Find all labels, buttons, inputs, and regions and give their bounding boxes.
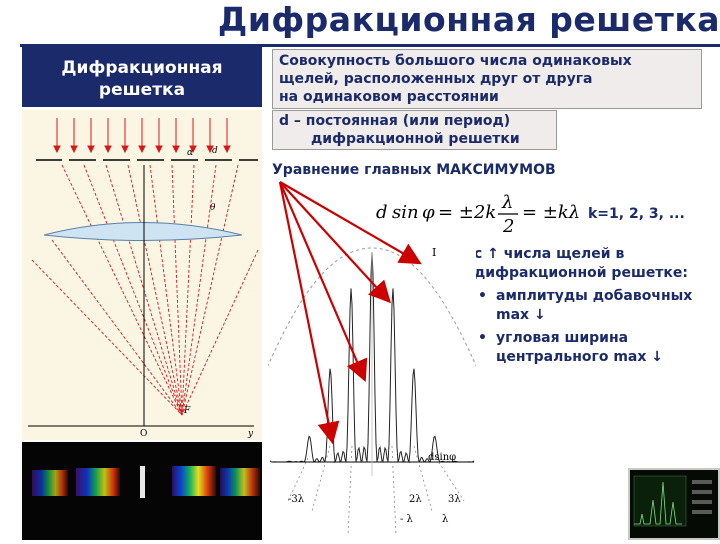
spectrum-band	[32, 470, 68, 496]
formula-two: 2	[502, 216, 514, 237]
notes-item-line1: амплитуды добавочных	[496, 288, 693, 304]
definition-line2: щелей, расположенных друг от друга	[279, 71, 593, 87]
diagram-y-label: y	[247, 429, 254, 439]
diagram-alpha-label: α	[187, 148, 193, 158]
lens-shape	[43, 222, 243, 241]
graph-tick-label: 3λ	[448, 494, 461, 505]
notes-list: амплитуды добавочных max ↓ угловая ширин…	[474, 287, 720, 367]
formula-svg: d sin φ = ±2k λ 2 = ±kλ	[376, 192, 580, 237]
graph-tick-label: - λ	[400, 514, 414, 525]
spectrum-band	[172, 466, 216, 496]
k-values: k=1, 2, 3, ...	[588, 206, 685, 222]
notes-item: угловая ширина центрального max ↓	[474, 329, 720, 367]
graph-tick-label: λ	[442, 514, 449, 525]
notes-intro-line2: дифракционной решетке:	[474, 265, 689, 281]
thumbnail-control	[692, 500, 712, 504]
graph-tick-label: -3λ	[288, 494, 305, 505]
spectrum-svg	[32, 466, 260, 498]
notes-block: с ↑ числа щелей в дифракционной решетке:…	[474, 245, 720, 371]
graph-guide-lines	[287, 445, 465, 537]
spectrum-photo	[22, 442, 262, 540]
notes-intro-line1: с ↑ числа щелей в	[474, 246, 625, 262]
ray-diagram-svg: α d θ F O y	[28, 118, 259, 439]
thumbnail-svg	[633, 475, 712, 527]
topic-label-box: Дифракционная решетка	[22, 47, 262, 107]
formula-sin: sin	[392, 202, 419, 223]
thumbnail-control	[692, 480, 712, 484]
topic-label-line2: решетка	[98, 80, 186, 100]
notes-item-line2: max ↓	[496, 307, 546, 323]
period-box: d – постоянная (или период) дифракционно…	[272, 110, 557, 150]
intensity-graph: I dsinφ -3λ 2λ 3λ - λ λ	[227, 246, 517, 540]
formula-box: d sin φ = ±2k λ 2 = ±kλ	[372, 184, 582, 240]
notes-item-line1: угловая ширина	[496, 330, 629, 346]
definition-line3: на одинаковом расстоянии	[279, 89, 499, 105]
graph-axis-label: dsinφ	[428, 452, 456, 463]
period-line2: дифракционной решетки	[311, 131, 520, 147]
notes-item: амплитуды добавочных max ↓	[474, 287, 720, 325]
incident-rays	[53, 118, 231, 154]
title-divider	[20, 44, 720, 47]
oscilloscope-thumbnail	[628, 468, 720, 540]
intensity-graph-svg: I dsinφ -3λ 2λ 3λ - λ λ	[227, 246, 517, 537]
thumbnail-trace	[634, 481, 682, 525]
spectrum-band	[76, 468, 120, 496]
formula-phi: φ	[422, 202, 435, 223]
page-title: Дифракционная решетка	[217, 0, 720, 39]
formula-lambda: λ	[501, 192, 513, 213]
formula-eq: = ±2k	[438, 202, 496, 223]
equation-heading: Уравнение главных МАКСИМУМОВ	[272, 162, 556, 178]
diffracted-rays	[31, 164, 259, 416]
graph-peak-label: I	[432, 246, 436, 259]
thumbnail-control	[692, 490, 712, 494]
spectrum-central-line	[140, 466, 145, 498]
diagram-f-label: F	[183, 406, 191, 416]
notes-item-line2: центрального max ↓	[496, 349, 664, 365]
topic-label-line1: Дифракционная	[61, 58, 223, 78]
thumbnail-control	[692, 510, 712, 514]
diagram-d-label: d	[212, 146, 218, 156]
diagram-theta-label: θ	[210, 203, 216, 213]
grating-ray-diagram: α d θ F O y	[22, 110, 262, 440]
period-line1: d – постоянная (или период)	[279, 113, 511, 129]
spectrum-band	[220, 468, 260, 496]
formula-tail: = ±kλ	[522, 202, 580, 223]
definition-box: Совокупность большого числа одинаковых щ…	[272, 49, 702, 109]
formula-d: d	[376, 202, 388, 223]
diagram-o-label: O	[140, 429, 147, 439]
graph-tick-label: 2λ	[409, 494, 422, 505]
definition-line1: Совокупность большого числа одинаковых	[279, 53, 632, 69]
